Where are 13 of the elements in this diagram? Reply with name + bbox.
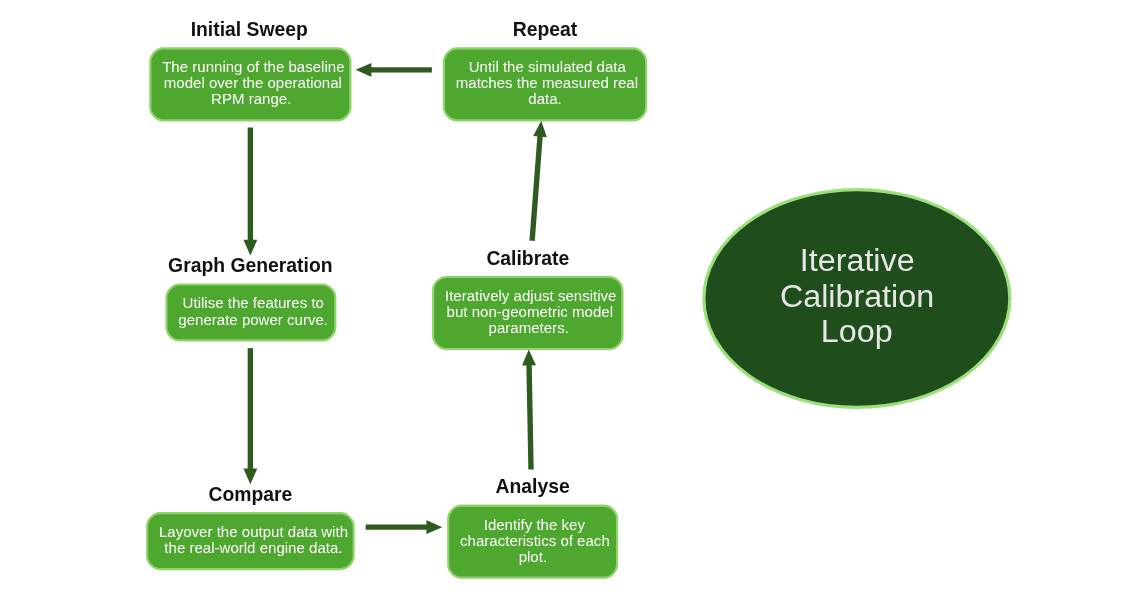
arrow xyxy=(243,348,258,485)
arrow xyxy=(243,127,258,256)
node-label: Calibrate xyxy=(486,246,570,269)
arrow xyxy=(529,120,547,241)
node-label: Repeat xyxy=(512,17,578,40)
node-ellipse: Iterative Calibration Loop xyxy=(702,188,1012,409)
arrow xyxy=(365,520,443,535)
node-label: Compare xyxy=(208,482,293,505)
arrow xyxy=(522,349,536,470)
node-label: Initial Sweep xyxy=(190,17,308,40)
arrow xyxy=(355,62,432,77)
node-label: Analyse xyxy=(495,475,570,498)
node-label: Graph Generation xyxy=(168,254,333,277)
